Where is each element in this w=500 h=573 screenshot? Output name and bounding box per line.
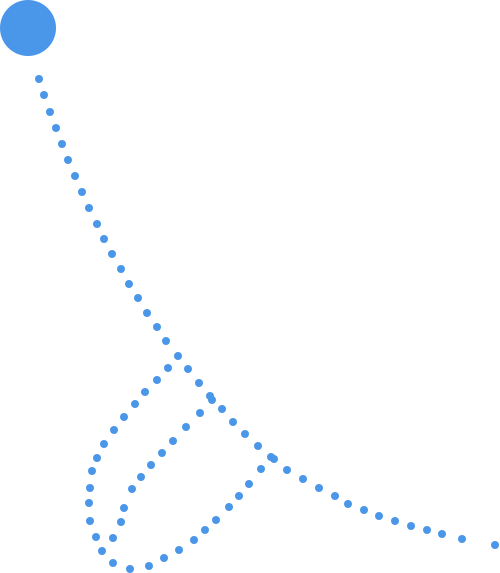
path-dot	[86, 517, 94, 525]
path-dot	[195, 379, 203, 387]
path-dot	[128, 485, 136, 493]
path-dot	[235, 492, 243, 500]
path-dot	[153, 376, 161, 384]
path-dot	[208, 396, 216, 404]
path-dot	[120, 504, 128, 512]
start-handle-icon[interactable]	[0, 0, 56, 56]
path-dot	[254, 442, 262, 450]
path-dot	[117, 518, 125, 526]
path-dot	[93, 454, 101, 462]
path-dot	[71, 172, 79, 180]
path-dot	[58, 140, 66, 148]
path-dot	[109, 559, 117, 567]
path-dot	[299, 475, 307, 483]
path-dot	[125, 280, 133, 288]
path-dot	[85, 499, 93, 507]
path-dot	[100, 235, 108, 243]
path-dot	[196, 409, 204, 417]
path-dot	[257, 465, 265, 473]
dotted-path	[35, 75, 499, 573]
path-dot	[491, 541, 499, 549]
path-dot	[131, 400, 139, 408]
path-dot	[126, 565, 134, 573]
path-dot	[283, 466, 291, 474]
path-dot	[145, 562, 153, 570]
path-dot	[241, 430, 249, 438]
path-dot	[201, 526, 209, 534]
path-dot	[143, 309, 151, 317]
path-dot	[360, 506, 368, 514]
path-dot	[458, 535, 466, 543]
path-dot	[423, 526, 431, 534]
path-dot	[407, 522, 415, 530]
path-dot	[100, 440, 108, 448]
path-dot	[108, 250, 116, 258]
path-dot	[117, 265, 125, 273]
path-dot	[92, 533, 100, 541]
path-dot	[225, 503, 233, 511]
path-dot	[35, 75, 43, 83]
path-dot	[141, 388, 149, 396]
path-dot	[109, 534, 117, 542]
path-dot	[162, 337, 170, 345]
path-dot	[52, 124, 60, 132]
path-dot	[147, 461, 155, 469]
path-dot	[46, 108, 54, 116]
path-dot	[134, 294, 142, 302]
path-dot	[153, 323, 161, 331]
path-dot	[137, 473, 145, 481]
path-dot	[93, 220, 101, 228]
path-dot	[164, 364, 172, 372]
path-dot	[85, 204, 93, 212]
path-dot	[169, 437, 177, 445]
path-dot	[110, 426, 118, 434]
path-dot	[190, 536, 198, 544]
path-dot	[175, 546, 183, 554]
path-dot	[160, 554, 168, 562]
path-dot	[229, 418, 237, 426]
path-dot	[120, 413, 128, 421]
path-dot	[344, 500, 352, 508]
path-dot	[331, 492, 339, 500]
path-dot	[88, 467, 96, 475]
path-dot	[64, 156, 72, 164]
path-dot	[438, 530, 446, 538]
path-dot	[174, 352, 182, 360]
path-dot	[212, 516, 220, 524]
path-dot	[184, 365, 192, 373]
path-dot	[78, 188, 86, 196]
path-dot	[375, 512, 383, 520]
path-dot	[391, 517, 399, 525]
path-dot	[270, 455, 278, 463]
path-dot	[315, 484, 323, 492]
path-dot	[245, 480, 253, 488]
path-dot	[218, 405, 226, 413]
path-dot	[98, 547, 106, 555]
path-dot	[40, 91, 48, 99]
path-dot	[86, 484, 94, 492]
path-dot	[158, 449, 166, 457]
path-dot	[182, 423, 190, 431]
